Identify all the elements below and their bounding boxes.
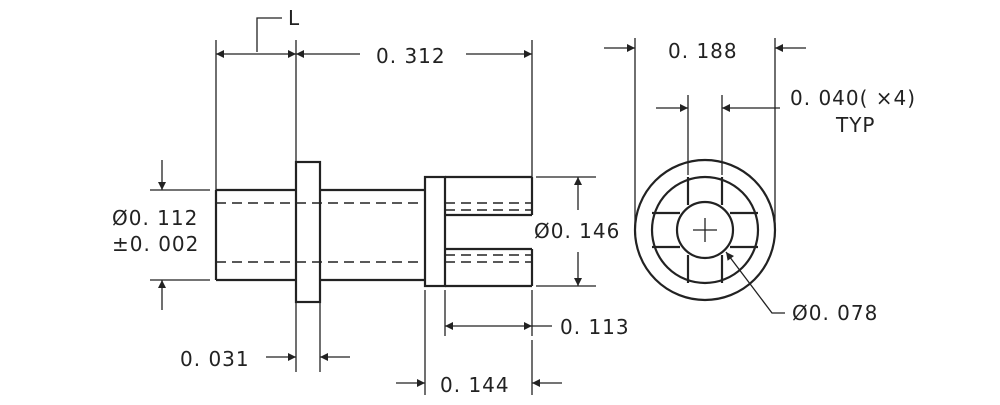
- bore-diameter-leader: Ø0. 078: [725, 251, 878, 325]
- flange-thickness-label: 0. 031: [180, 347, 250, 371]
- slot-length-dimension: 0. 113: [444, 290, 630, 339]
- slot-width-label: 0. 040( ×4): [790, 86, 916, 110]
- overall-length-label: 0. 312: [376, 44, 446, 68]
- bore-diameter-label: Ø0. 078: [792, 301, 878, 325]
- head-outline: [423, 175, 534, 288]
- head-length-label: 0. 144: [440, 373, 510, 397]
- outer-width-label: 0. 188: [668, 39, 738, 63]
- body-diameter-label: Ø0. 112: [112, 206, 198, 230]
- inner-circle: [650, 175, 760, 285]
- outer-circle: [633, 158, 777, 302]
- side-view: L 0. 312 Ø0. 112 ±0. 002 Ø0. 1: [112, 6, 630, 397]
- head-length-dimension: 0. 144: [396, 290, 562, 397]
- hidden-bore-lines: [216, 202, 532, 263]
- slot-width-dimension: 0. 040( ×4) TYP: [656, 86, 916, 175]
- bore-circle: [675, 200, 735, 260]
- pin-label: L: [288, 6, 300, 30]
- outer-width-dimension: 0. 188: [604, 38, 806, 226]
- head-diameter-label: Ø0. 146: [534, 219, 620, 243]
- body-outline: [214, 188, 425, 282]
- head-diameter-dimension: Ø0. 146: [534, 176, 620, 287]
- pin-label-leader: L: [256, 6, 300, 52]
- end-view: 0. 188 0. 040( ×4) TYP Ø0. 078: [604, 38, 916, 325]
- body-diameter-dimension: Ø0. 112 ±0. 002: [112, 160, 210, 310]
- slot-note-label: TYP: [835, 113, 876, 137]
- center-mark: [693, 218, 717, 242]
- overall-length-dimension: 0. 312: [215, 40, 533, 190]
- slot-length-label: 0. 113: [560, 315, 630, 339]
- flange-outline: [294, 160, 322, 304]
- slot-lines: [652, 177, 758, 283]
- body-tolerance-label: ±0. 002: [112, 232, 199, 256]
- flange-thickness-dimension: 0. 031: [180, 302, 350, 372]
